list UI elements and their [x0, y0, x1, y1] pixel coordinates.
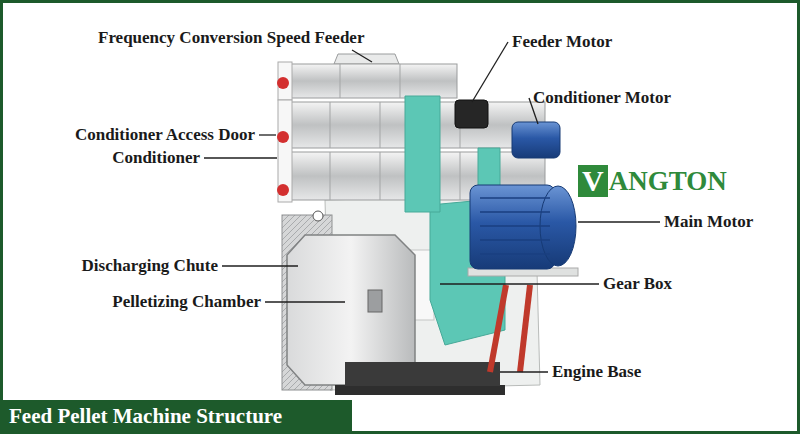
part-label: Conditioner Access Door [75, 126, 255, 144]
part-label: Engine Base [552, 363, 641, 381]
engine-base [345, 362, 500, 386]
leader-line [440, 283, 599, 284]
logo-text: ANGTON [609, 165, 727, 197]
knob [277, 131, 289, 143]
part-label: Pelletizing Chamber [112, 293, 261, 311]
door-latch [368, 290, 382, 312]
part-label: Frequency Conversion Speed Feeder [98, 29, 364, 47]
gauge [313, 211, 323, 221]
leader-line [578, 221, 660, 222]
motor-fins [480, 198, 550, 254]
title-band: Feed Pellet Machine Structure [0, 400, 352, 432]
end-plate [278, 62, 292, 100]
end-plate [278, 100, 292, 202]
leader-line [259, 134, 276, 135]
leader-line [204, 157, 277, 158]
leader-line [265, 301, 345, 302]
logo-text: V [578, 165, 608, 197]
bracket [405, 96, 440, 212]
part-label: Feeder Motor [512, 33, 612, 51]
title-text: Feed Pellet Machine Structure [0, 400, 352, 432]
leader-line [352, 50, 372, 62]
leader-line [222, 265, 298, 266]
strut [520, 285, 530, 372]
leader-line [500, 371, 548, 372]
engine-base [335, 385, 505, 395]
part-label: Conditioner [112, 149, 200, 167]
feeder-tube [282, 64, 457, 98]
knob [277, 184, 289, 196]
part-label: Conditioner Motor [533, 89, 671, 107]
feeder-motor [455, 100, 488, 128]
strut [490, 285, 506, 372]
knob [277, 77, 289, 89]
leader-line [472, 42, 508, 102]
conditioner-motor [512, 122, 560, 158]
part-label: Discharging Chute [82, 257, 218, 275]
part-label: Main Motor [664, 213, 753, 231]
part-label: Gear Box [603, 275, 672, 293]
